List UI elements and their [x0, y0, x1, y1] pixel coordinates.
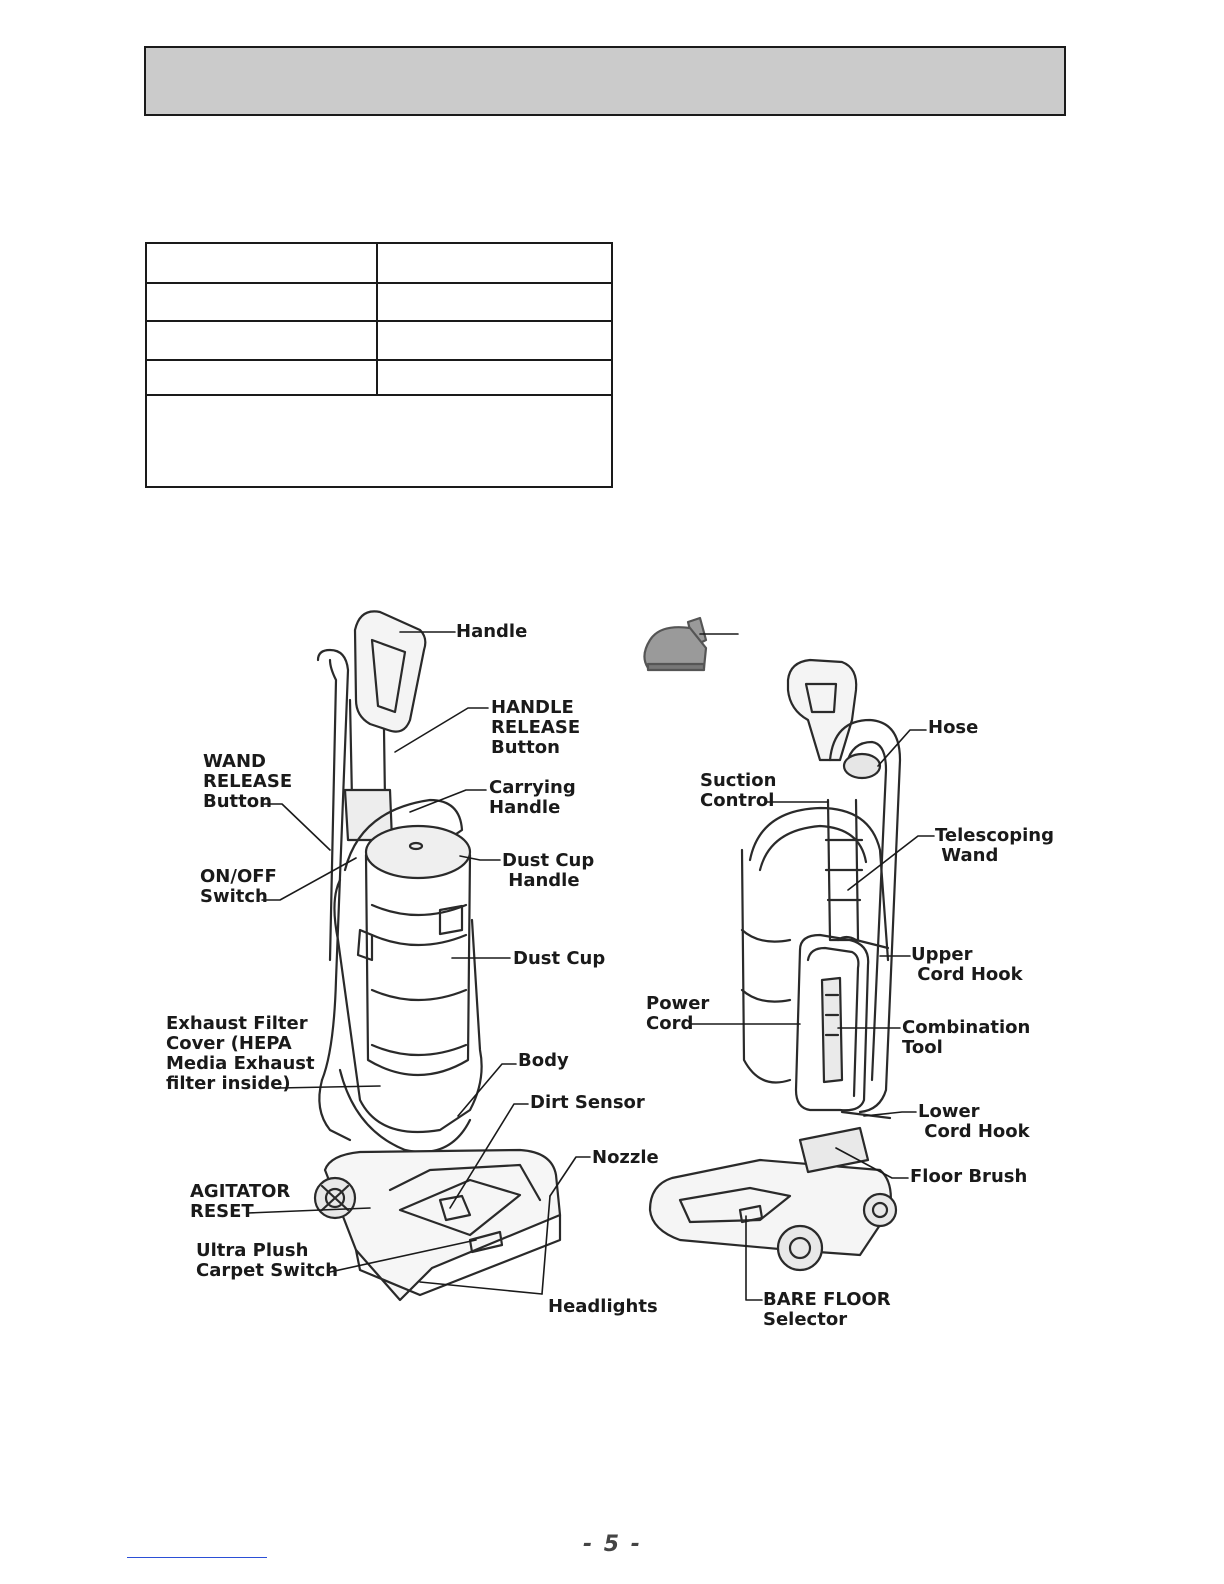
label-agitator-reset: AGITATOR RESET [190, 1181, 291, 1222]
table-divider [147, 394, 611, 396]
footer-link-underline [127, 1557, 267, 1558]
label-ultra-plush-carpet-switch: Ultra Plush Carpet Switch [196, 1240, 339, 1281]
label-telescoping-wand: Telescoping Wand [935, 825, 1054, 866]
table-column-divider [376, 244, 378, 396]
label-carrying-handle: Carrying Handle [489, 777, 576, 818]
leader-lines [247, 631, 935, 1301]
label-dust-cup-handle: Dust Cup Handle [502, 850, 595, 891]
turbo-brush-accessory-icon [643, 616, 708, 672]
table-divider [147, 282, 611, 284]
label-wand-release-button: WAND RELEASE Button [203, 751, 293, 812]
label-body: Body [518, 1050, 569, 1071]
specifications-table [145, 242, 613, 488]
table-divider [147, 359, 611, 361]
label-dust-cup: Dust Cup [513, 948, 606, 969]
page-number: - 5 - [583, 1532, 642, 1557]
label-nozzle: Nozzle [592, 1147, 659, 1168]
back-vacuum-illustration [648, 658, 902, 1272]
section-header-bar [144, 46, 1066, 116]
label-suction-control: Suction Control [700, 770, 777, 811]
label-exhaust-filter-cover: Exhaust Filter Cover (HEPA Media Exhaust… [166, 1013, 315, 1094]
table-divider [147, 320, 611, 322]
label-power-cord: Power Cord [646, 993, 710, 1034]
label-handle-release-button: HANDLE RELEASE Button [491, 697, 581, 758]
front-vacuum-illustration [313, 610, 562, 1302]
label-bare-floor-selector: BARE FLOOR Selector [763, 1289, 891, 1330]
label-dirt-sensor: Dirt Sensor [530, 1092, 645, 1113]
label-combination-tool: Combination Tool [902, 1017, 1031, 1058]
label-floor-brush: Floor Brush [910, 1166, 1028, 1187]
label-upper-cord-hook: Upper Cord Hook [911, 944, 1023, 985]
label-on-off-switch: ON/OFF Switch [200, 866, 277, 907]
label-headlights: Headlights [548, 1296, 658, 1317]
label-lower-cord-hook: Lower Cord Hook [918, 1101, 1030, 1142]
label-handle: Handle [456, 621, 528, 642]
label-hose: Hose [928, 717, 979, 738]
